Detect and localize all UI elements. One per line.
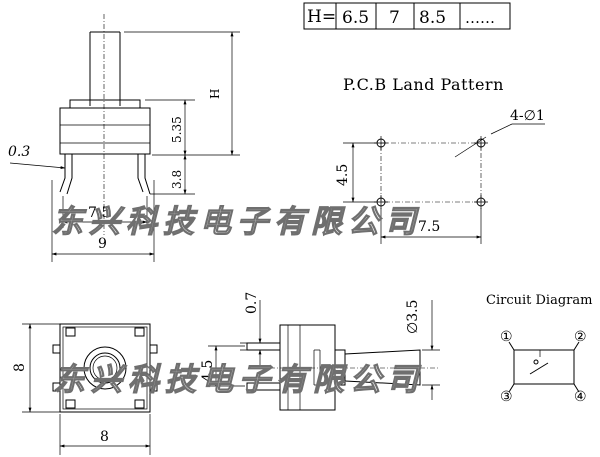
- front-dim-pin: 0.7: [244, 292, 260, 314]
- height-table: H= 6.5 7 8.5 ……: [303, 2, 511, 30]
- top-dim-height: 8: [12, 363, 28, 372]
- pcb-hole: [374, 136, 388, 150]
- height-value-1: 6.5: [342, 8, 369, 28]
- circuit-pin-1: ①: [500, 329, 513, 345]
- dim-body-height: 5.35: [170, 116, 184, 143]
- pcb-dim-vertical: 4.5: [335, 164, 351, 186]
- height-value-3: 8.5: [419, 8, 446, 28]
- side-view: 0.3 H 5.35 3.8 7.5 9: [8, 14, 240, 262]
- pcb-hole-label: 4-∅1: [510, 108, 545, 124]
- dim-lead-thickness: 0.3: [8, 144, 30, 160]
- pcb-title: P.C.B Land Pattern: [343, 75, 504, 94]
- pcb-dim-horizontal: 7.5: [418, 219, 440, 235]
- dim-height: H: [208, 89, 222, 99]
- height-table-label: H=: [307, 7, 336, 27]
- pcb-hole: [474, 195, 488, 209]
- dim-pin-length: 3.8: [170, 170, 184, 189]
- circuit-diagram: Circuit Diagram ① ② ③ ④: [486, 293, 592, 405]
- top-dim-width: 8: [100, 429, 109, 445]
- circuit-pin-2: ②: [574, 329, 587, 345]
- watermark-lower: 东兴科技电子有限公司: [54, 362, 424, 398]
- dim-total-width: 9: [98, 236, 107, 252]
- circuit-title: Circuit Diagram: [486, 293, 592, 308]
- front-dim-pitch: 4.5: [200, 360, 216, 382]
- watermark-upper: 东兴科技电子有限公司: [52, 204, 422, 240]
- dim-lead-pitch: 7.5: [88, 205, 110, 221]
- front-dim-stem: ∅3.5: [405, 300, 421, 334]
- pcb-hole: [374, 195, 388, 209]
- height-value-4: ……: [465, 9, 495, 27]
- circuit-pin-4: ④: [574, 389, 587, 405]
- front-view: 0.7 4.5 ∅3.5: [200, 292, 440, 411]
- circuit-pin-3: ③: [500, 389, 513, 405]
- top-view: 8 8: [12, 323, 158, 455]
- pcb-land-pattern: P.C.B Land Pattern 4-∅1 4.5 7.5: [335, 75, 545, 244]
- height-value-2: 7: [389, 8, 400, 28]
